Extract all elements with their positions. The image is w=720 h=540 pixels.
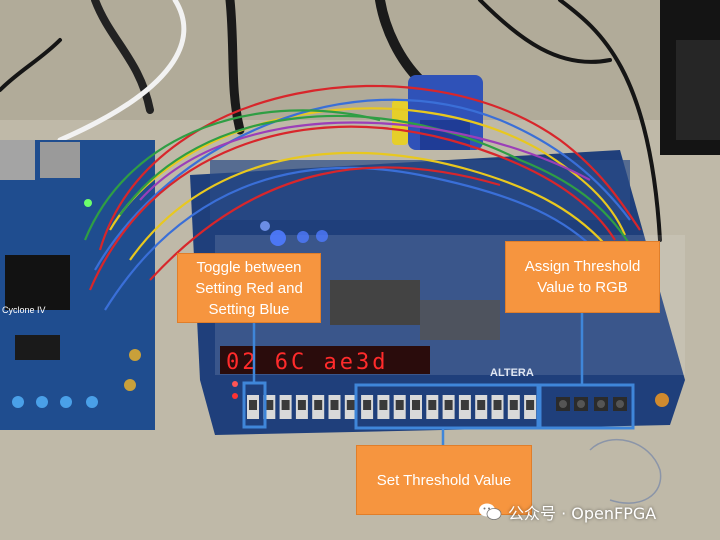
- slide-switch-knob: [297, 400, 306, 410]
- cyclone-chip: [5, 255, 70, 310]
- seven-seg-display: 02 6C ae3d: [226, 350, 388, 375]
- set-callout-text: Set Threshold Value: [376, 471, 512, 489]
- slide-switch-knob: [477, 400, 486, 410]
- watermark-text: 公众号 · OpenFPGA: [508, 504, 657, 523]
- blue-leds: [260, 221, 328, 246]
- cyclone-buttons: [12, 396, 98, 408]
- yellow-rca-plug: [392, 100, 408, 145]
- slide-switch-knob: [428, 400, 437, 410]
- table-drawing: [589, 438, 662, 504]
- slide-switch-knob: [526, 400, 535, 410]
- slide-switch-knob: [379, 400, 388, 410]
- gold-connector-2: [124, 379, 136, 391]
- watermark: 公众号 · OpenFPGA: [478, 498, 718, 526]
- jumper-wires: [83, 84, 641, 311]
- toggle-callout: Toggle between Setting Red and Setting B…: [177, 253, 321, 323]
- slide-switch-knob: [509, 400, 518, 410]
- fpga-chip: [420, 300, 500, 340]
- slide-switch-knob: [363, 400, 372, 410]
- assign-callout: Assign Threshold Value to RGB: [505, 241, 660, 313]
- red-leds: [232, 381, 238, 399]
- gold-connector: [129, 349, 141, 361]
- slide-switch-knob: [265, 400, 274, 410]
- wechat-icon: [479, 503, 502, 520]
- lcd-module: [330, 280, 420, 325]
- slide-switch-knob: [412, 400, 420, 410]
- set-callout: Set Threshold Value: [356, 445, 532, 515]
- slide-switch-knob: [249, 400, 257, 410]
- slide-switch-knob: [281, 400, 290, 410]
- orange-connector: [655, 393, 669, 407]
- push-buttons: [556, 397, 627, 411]
- green-led: [84, 199, 92, 207]
- background-cables: [0, 0, 662, 242]
- slide-switch-knob: [330, 400, 339, 410]
- ethernet-port-1: [0, 140, 35, 180]
- slide-switch-knob: [493, 400, 502, 410]
- assign-callout-text: Assign Threshold Value to RGB: [524, 258, 641, 296]
- slide-switch-knob: [395, 400, 404, 410]
- altera-logo: ALTERA: [490, 367, 534, 379]
- slide-switch-knob: [460, 400, 469, 410]
- ethernet-port-2: [40, 142, 80, 178]
- cyclone-chip-2: [15, 335, 60, 360]
- cyclone-label: Cyclone IV: [2, 305, 46, 315]
- assign-buttons-highlight: [538, 383, 635, 430]
- toggle-callout-text: Toggle between Setting Red and Setting B…: [195, 258, 303, 318]
- slide-switch-knob: [346, 400, 355, 410]
- slide-switch-knob: [444, 400, 453, 410]
- threshold-switches-highlight: [354, 383, 540, 430]
- slide-switch-knob: [314, 400, 323, 410]
- keyboard-keys: [676, 40, 720, 140]
